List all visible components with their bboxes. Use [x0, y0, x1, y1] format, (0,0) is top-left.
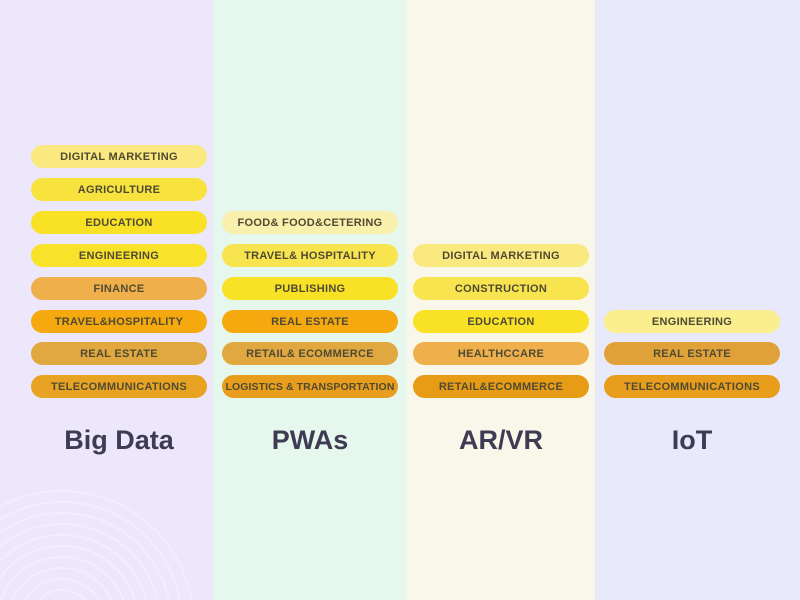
industry-pill-engineering: ENGINEERING: [604, 310, 780, 333]
industry-pill-label: HEALTHCCARE: [457, 347, 545, 360]
industry-pill-label: TRAVEL& HOSPITALITY: [244, 249, 376, 262]
industry-pill-food-food-cetering: FOOD& FOOD&CETERING: [222, 211, 398, 234]
industry-pill-real-estate: REAL ESTATE: [31, 342, 207, 365]
industry-pill-telecommunications: TELECOMMUNICATIONS: [604, 375, 780, 398]
industry-pill-travel-hospitality: TRAVEL& HOSPITALITY: [222, 244, 398, 267]
industry-pill-label: FINANCE: [93, 282, 145, 295]
industry-pill-label: PUBLISHING: [274, 282, 346, 295]
industry-pill-label: LOGISTICS & TRANSPORTATION: [225, 380, 395, 393]
column-title-ar-vr: AR/VR: [458, 425, 543, 455]
industry-pill-label: DIGITAL MARKETING: [442, 249, 560, 262]
industry-pill-agriculture: AGRICULTURE: [31, 178, 207, 201]
column-title-big-data: Big Data: [64, 425, 174, 455]
industry-pill-label: ENGINEERING: [78, 249, 160, 262]
industry-pill-retail-ecommerce: RETAIL&ECOMMERCE: [413, 375, 589, 398]
industry-pill-education: EDUCATION: [413, 310, 589, 333]
industry-pill-label: REAL ESTATE: [80, 347, 158, 360]
industry-pill-label: FOOD& FOOD&CETERING: [237, 216, 383, 229]
industry-pill-retail-ecommerce: RETAIL& ECOMMERCE: [222, 342, 398, 365]
industry-pill-label: TELECOMMUNICATIONS: [51, 380, 187, 393]
industry-pill-digital-marketing: DIGITAL MARKETING: [413, 244, 589, 267]
column-band-pwas: [213, 0, 407, 600]
industry-pill-label: TELECOMMUNICATIONS: [624, 380, 760, 393]
industry-pill-label: EDUCATION: [467, 315, 535, 328]
industry-pill-label: DIGITAL MARKETING: [60, 150, 178, 163]
industry-pill-engineering: ENGINEERING: [31, 244, 207, 267]
industry-pill-label: TRAVEL&HOSPITALITY: [54, 315, 184, 328]
column-band-big-data: [0, 0, 213, 600]
column-band-iot: [595, 0, 800, 600]
industry-pill-education: EDUCATION: [31, 211, 207, 234]
industry-pill-healthccare: HEALTHCCARE: [413, 342, 589, 365]
industry-pill-label: RETAIL&ECOMMERCE: [438, 380, 564, 393]
industry-pill-construction: CONSTRUCTION: [413, 277, 589, 300]
industry-pill-real-estate: REAL ESTATE: [222, 310, 398, 333]
industry-pill-logistics-transportation: LOGISTICS & TRANSPORTATION: [222, 375, 398, 398]
industry-pill-real-estate: REAL ESTATE: [604, 342, 780, 365]
industry-pill-travel-hospitality: TRAVEL&HOSPITALITY: [31, 310, 207, 333]
industry-pill-label: AGRICULTURE: [77, 183, 161, 196]
industry-pill-label: CONSTRUCTION: [454, 282, 548, 295]
industry-pill-label: ENGINEERING: [651, 315, 733, 328]
industry-pill-label: EDUCATION: [85, 216, 153, 229]
column-title-iot: IoT: [671, 425, 713, 455]
industry-pill-label: REAL ESTATE: [271, 315, 349, 328]
column-title-pwas: PWAs: [271, 425, 349, 455]
industry-pill-label: RETAIL& ECOMMERCE: [246, 347, 374, 360]
industry-pill-finance: FINANCE: [31, 277, 207, 300]
column-band-ar-vr: [407, 0, 595, 600]
industry-pill-digital-marketing: DIGITAL MARKETING: [31, 145, 207, 168]
industry-pill-publishing: PUBLISHING: [222, 277, 398, 300]
industry-pill-telecommunications: TELECOMMUNICATIONS: [31, 375, 207, 398]
industry-pill-label: REAL ESTATE: [653, 347, 731, 360]
